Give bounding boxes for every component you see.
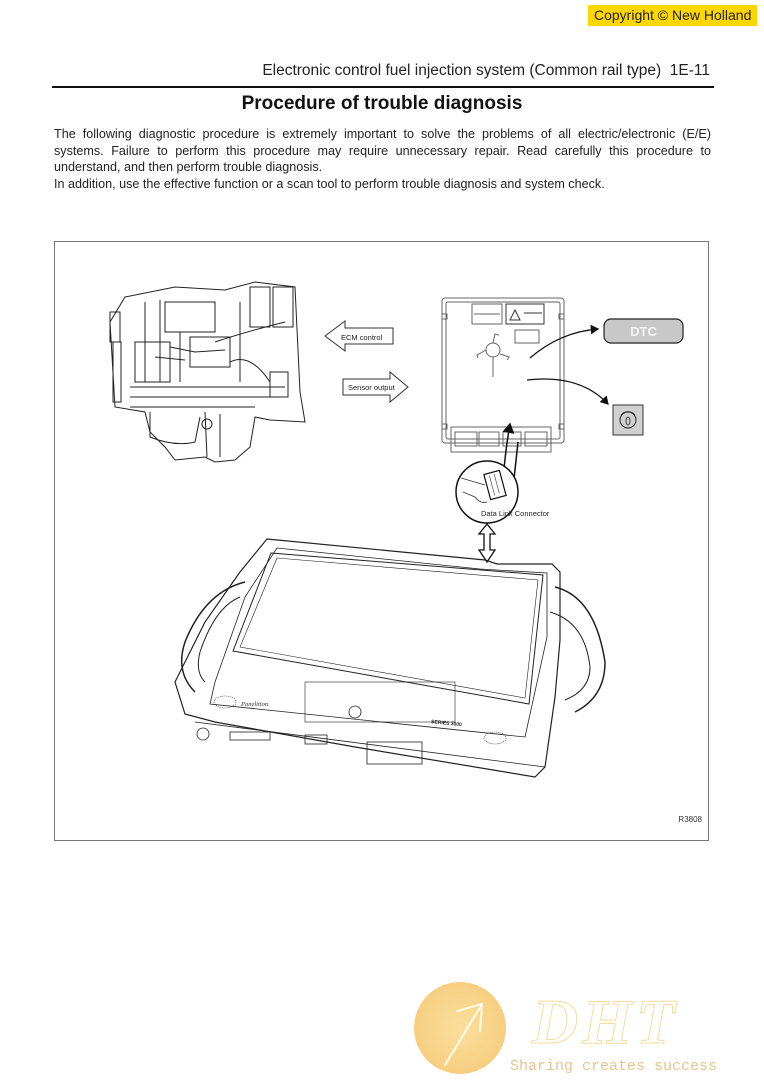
watermark-arrow-icon [443, 1002, 484, 1067]
page-title: Procedure of trouble diagnosis [241, 93, 523, 114]
sensor-output-label: Sensor output [348, 383, 396, 392]
figure-id: R3808 [678, 815, 702, 824]
watermark-brand: DHT [531, 986, 679, 1057]
intro-paragraph-2: In addition, use the effective function … [54, 176, 605, 191]
dht-watermark: DHT Sharing creates success [412, 980, 764, 1080]
engine-illustration [109, 281, 306, 463]
running-header: Electronic control fuel injection system… [262, 62, 710, 80]
dtc-arrow [529, 324, 600, 359]
warning-lamp-arrow [526, 378, 609, 405]
copyright-banner: Copyright © New Holland [588, 5, 758, 26]
header-rule [52, 86, 714, 88]
ecm-unit [441, 297, 565, 453]
warning-lamp-icon [612, 404, 644, 436]
ecm-control-label: ECM control [341, 333, 383, 342]
diagnosis-figure: ECM control Sensor output [54, 241, 709, 841]
watermark-graphic: DHT [414, 982, 679, 1074]
sensor-output-arrow: Sensor output [342, 370, 409, 404]
bidirectional-arrow [477, 522, 497, 564]
section-title: Electronic control fuel injection system… [262, 62, 662, 79]
dtc-display: DTC [603, 318, 684, 344]
intro-text: The following diagnostic procedure is ex… [54, 126, 711, 192]
watermark-circle-icon [414, 982, 506, 1074]
ecm-control-arrow: ECM control [324, 320, 394, 352]
dtc-label: DTC [630, 324, 657, 339]
page-number: 1E-11 [669, 62, 710, 79]
data-link-connector-label: Data Link Connector [481, 509, 550, 518]
tablet-brand-script: Panelition [240, 701, 268, 708]
figure-drawing: ECM control Sensor output [109, 281, 684, 778]
diagnostic-tablet [174, 538, 606, 778]
data-link-connector: Data Link Connector [455, 460, 550, 524]
watermark-tagline: Sharing creates success [510, 1058, 718, 1075]
tablet-series-label: SERIES 3000 [431, 719, 463, 728]
intro-paragraph-1: The following diagnostic procedure is ex… [54, 127, 711, 174]
